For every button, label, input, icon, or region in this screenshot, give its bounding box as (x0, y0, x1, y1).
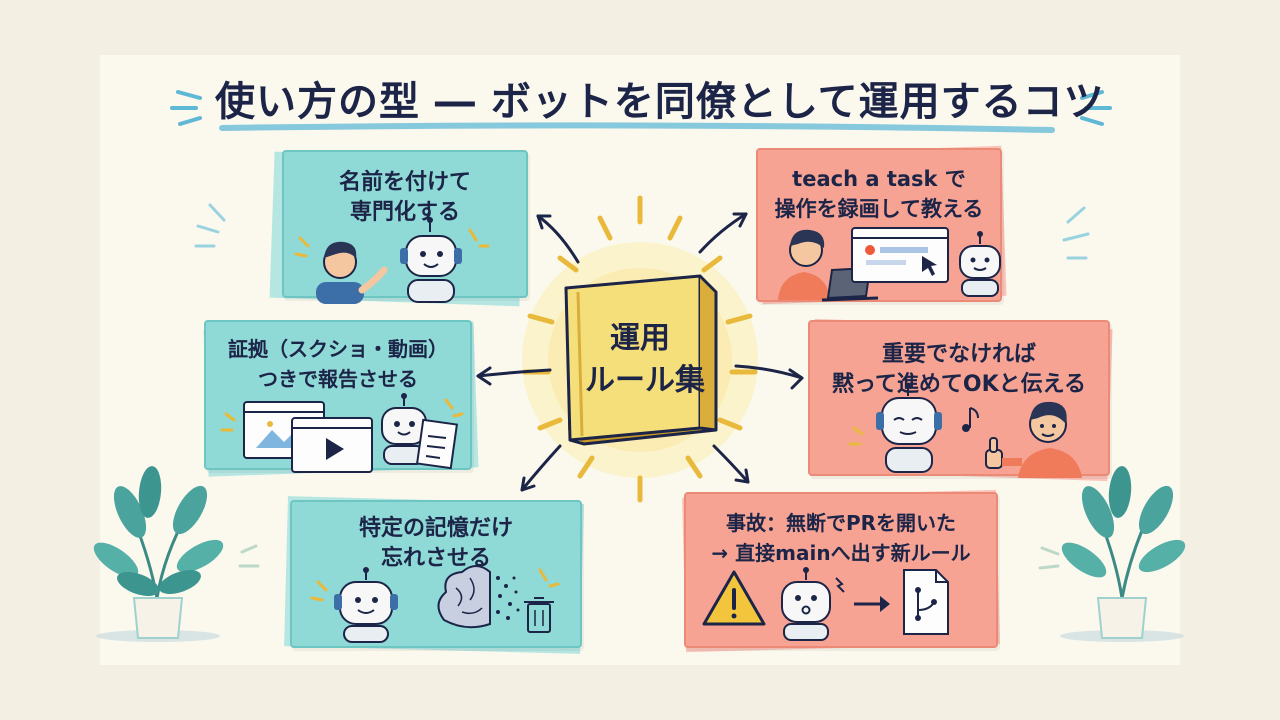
robot-surprised-icon (781, 567, 845, 641)
music-note-icon (962, 407, 979, 432)
rulebook-label-line1: 運用 (610, 321, 670, 356)
card-incident-line1: 事故：無断でPRを開いた (725, 511, 957, 535)
branch-document-icon (903, 569, 949, 635)
card-silent: 重要でなければ 黙って進めてOKと伝える (808, 320, 1110, 476)
report-document-icon (415, 418, 459, 470)
brain-fading-icon (437, 565, 520, 629)
plant-right-icon (1060, 466, 1186, 642)
card-silent-text: 重要でなければ 黙って進めてOKと伝える (810, 340, 1108, 400)
side-sparkle-right-icon (1062, 206, 1090, 260)
arrow-to-naming (536, 214, 580, 264)
title-sparkle-right-icon (1080, 90, 1112, 126)
side-sparkle-left-icon (194, 203, 226, 248)
arrow-to-forget (520, 444, 562, 492)
plant-sparkle-right-icon (1038, 546, 1060, 570)
arrow-to-teach (698, 212, 748, 254)
arrow-to-incident (712, 444, 750, 484)
card-teach-line1: teach a task で (792, 167, 966, 191)
person-pointing-icon (316, 241, 388, 304)
plant-sparkle-left-icon (238, 544, 260, 568)
sparkle-evidence-icon (220, 398, 464, 432)
card-teach-text: teach a task で 操作を録画して教える (758, 164, 1000, 224)
card-forget-text: 特定の記憶だけ 忘れさせる (292, 514, 580, 574)
page-title: 使い方の型 ― ボットを同僚として運用するコツ (215, 79, 1105, 125)
title-sparkle-left-icon (170, 90, 202, 126)
card-incident-line2: → 直接mainへ出す新ルール (711, 541, 971, 565)
arrows (476, 212, 804, 492)
robot-silent-icon (876, 383, 942, 473)
sparkle-forget-icon (310, 568, 560, 602)
sun-rays-icon (522, 195, 758, 503)
arrow-to-evidence (476, 368, 552, 378)
card-silent-line1: 重要でなければ (881, 342, 1036, 367)
card-silent-line2: 黙って進めてOKと伝える (832, 372, 1086, 397)
card-incident-text: 事故：無断でPRを開いた → 直接mainへ出す新ルール (686, 508, 996, 568)
rulebook-icon (564, 274, 718, 446)
card-naming: 名前を付けて 専門化する (282, 150, 528, 298)
card-naming-line1: 名前を付けて (338, 170, 471, 195)
trash-can-icon (524, 597, 554, 633)
title-underline (219, 122, 1055, 133)
sparkle-naming-icon (294, 228, 490, 258)
sparkle-silent-icon (848, 426, 864, 446)
right-arrow-icon (854, 596, 890, 612)
arrow-to-silent (734, 364, 804, 380)
robot-evidence-icon (381, 393, 427, 465)
robot-naming-icon (400, 217, 462, 303)
card-teach-line2: 操作を録画して教える (774, 197, 984, 221)
robot-teach-icon (959, 231, 1001, 297)
card-forget-line1: 特定の記憶だけ (358, 516, 513, 541)
card-forget: 特定の記憶だけ 忘れさせる (290, 500, 582, 648)
recording-screen-icon (851, 227, 949, 283)
rulebook-label-line2: ルール集 (585, 363, 705, 398)
card-evidence-line2: つきで報告させる (258, 367, 418, 391)
rulebook-label: 運用 ルール集 (585, 318, 705, 402)
person-thumbs-up-icon (985, 401, 1082, 478)
plant-left-icon (93, 466, 224, 642)
card-naming-text: 名前を付けて 専門化する (284, 168, 526, 228)
warning-icon (702, 570, 766, 626)
card-evidence-text: 証拠（スクショ・動画） つきで報告させる (206, 334, 470, 394)
card-naming-line2: 専門化する (349, 200, 460, 225)
card-evidence-line1: 証拠（スクショ・動画） (228, 337, 448, 361)
video-window-icon (291, 417, 373, 473)
robot-forget-icon (334, 567, 398, 643)
